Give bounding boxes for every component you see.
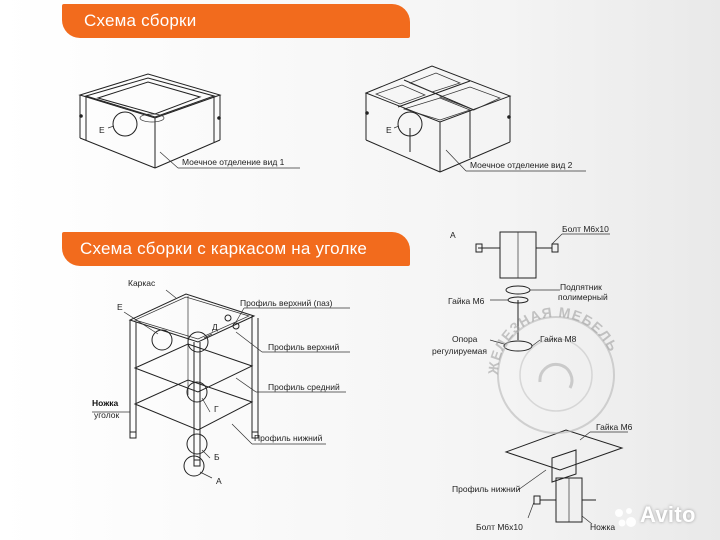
detail-a-nut-m8: Гайка М8: [540, 334, 577, 344]
label-profile-top-groove: Профиль верхний (паз): [240, 298, 333, 308]
section-banner-assembly: Схема сборки: [62, 4, 410, 38]
detail-a-bolt-bottom: Болт М6х10: [476, 522, 523, 532]
sink-view-1-callout: Е: [99, 125, 105, 135]
section-title-assembly: Схема сборки: [84, 11, 197, 30]
frame-letter-b: Б: [214, 452, 220, 462]
frame-letter-d: Д: [212, 322, 218, 332]
sink-view-2-callout: Е: [386, 125, 392, 135]
detail-a-support-line1: Опора: [452, 334, 478, 344]
section-title-frame-assembly: Схема сборки с каркасом на уголке: [80, 239, 368, 258]
detail-a-leg: Ножка: [590, 522, 615, 532]
frame-letter-a: А: [216, 476, 222, 486]
avito-logo-icon: [612, 505, 638, 531]
frame-drawing: [92, 289, 350, 479]
section-banner-frame-assembly: Схема сборки с каркасом на уголке: [62, 232, 410, 266]
label-profile-bottom: Профиль нижний: [254, 433, 323, 443]
detail-a-bearing-line2: полимерный: [558, 292, 608, 302]
detail-a-support-line2: регулируемая: [432, 346, 487, 356]
frame-letter-e: Е: [117, 302, 123, 312]
detail-a-letter: А: [450, 230, 456, 240]
detail-a-bearing-line1: Подпятник: [560, 282, 602, 292]
detail-a-drawing: [475, 231, 628, 525]
sink-view-2-caption: Моечное отделение вид 2: [470, 160, 573, 170]
label-karkas: Каркас: [128, 278, 156, 288]
detail-a-nut-m6: Гайка М6: [448, 296, 485, 306]
label-leg: Ножка: [92, 398, 118, 408]
label-profile-middle: Профиль средний: [268, 382, 340, 392]
label-profile-top: Профиль верхний: [268, 342, 340, 352]
frame-letter-g: Г: [214, 404, 219, 414]
detail-a-nut-m6-lower: Гайка М6: [596, 422, 633, 432]
sink-view-2-drawing: [364, 65, 586, 173]
sink-view-1-caption: Моечное отделение вид 1: [182, 157, 285, 167]
sink-view-1-drawing: [78, 73, 300, 169]
avito-watermark: Avito: [640, 502, 696, 527]
detail-a-profile-bottom: Профиль нижний: [452, 484, 521, 494]
detail-a-bolt-top: Болт М6х10: [562, 224, 609, 234]
label-corner: уголок: [94, 410, 119, 420]
